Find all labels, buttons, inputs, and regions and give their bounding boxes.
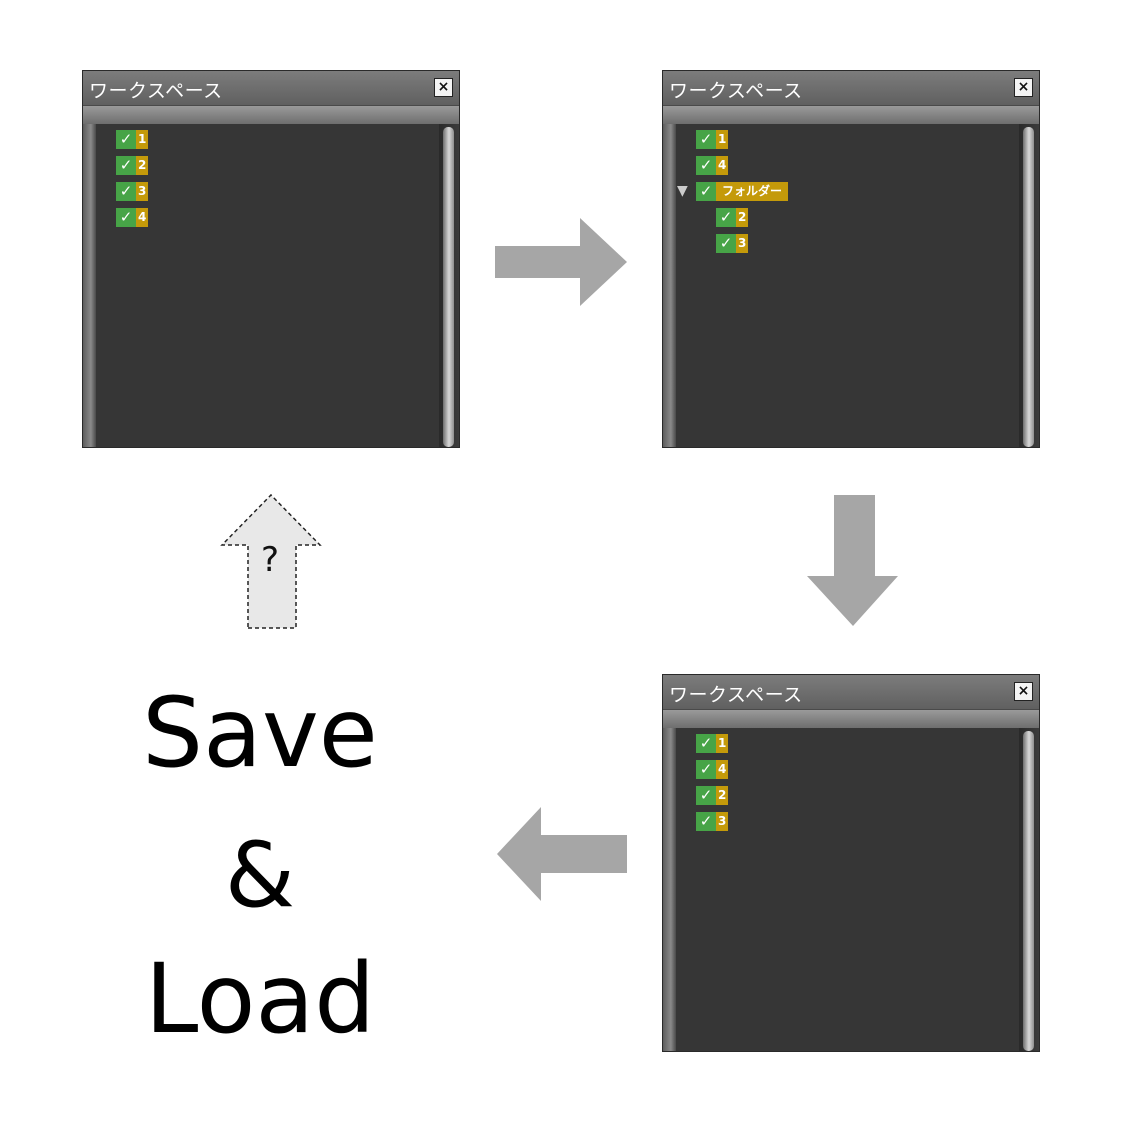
- panel-left-edge: [663, 728, 676, 1051]
- close-icon[interactable]: ×: [1014, 682, 1033, 701]
- layer-item[interactable]: ✓ 3: [696, 812, 729, 831]
- scrollbar-thumb[interactable]: [443, 127, 454, 447]
- folder-toggle-icon[interactable]: ▼: [677, 183, 688, 199]
- layer-label: 1: [136, 130, 149, 149]
- layer-item[interactable]: ✓ 1: [116, 130, 149, 149]
- panel-toolbar: [663, 710, 1039, 728]
- arrow-right-icon: [495, 218, 627, 306]
- visibility-check-icon[interactable]: ✓: [116, 130, 136, 149]
- layer-label: 4: [716, 760, 729, 779]
- caption-ampersand: &: [224, 823, 296, 928]
- layer-label: 1: [716, 734, 729, 753]
- panel-toolbar: [83, 106, 459, 124]
- layer-item[interactable]: ✓ 4: [116, 208, 149, 227]
- scrollbar-thumb[interactable]: [1023, 127, 1034, 447]
- layer-label: 3: [716, 812, 729, 831]
- workspace-panel-initial: ワークスペース × ✓ 1 ✓ 2 ✓ 3 ✓ 4: [82, 70, 460, 448]
- scrollbar-thumb[interactable]: [1023, 731, 1034, 1051]
- panel-left-edge: [83, 124, 96, 447]
- layer-label: 2: [136, 156, 149, 175]
- workspace-panel-foldered: ワークスペース × ✓ 1 ✓ 4 ▼ ✓ フォルダー ✓ 2 ✓ 3: [662, 70, 1040, 448]
- visibility-check-icon[interactable]: ✓: [716, 208, 736, 227]
- panel-titlebar[interactable]: ワークスペース ×: [663, 71, 1039, 106]
- visibility-check-icon[interactable]: ✓: [696, 760, 716, 779]
- workspace-panel-result: ワークスペース × ✓ 1 ✓ 4 ✓ 2 ✓ 3: [662, 674, 1040, 1052]
- layer-item[interactable]: ✓ 2: [716, 208, 749, 227]
- panel-left-edge: [663, 124, 676, 447]
- layer-item[interactable]: ✓ 2: [116, 156, 149, 175]
- visibility-check-icon[interactable]: ✓: [696, 156, 716, 175]
- scrollbar[interactable]: [1019, 124, 1039, 447]
- visibility-check-icon[interactable]: ✓: [696, 182, 716, 201]
- caption-load: Load: [144, 943, 376, 1055]
- visibility-check-icon[interactable]: ✓: [696, 734, 716, 753]
- folder-item[interactable]: ✓ フォルダー: [696, 182, 789, 201]
- panel-titlebar[interactable]: ワークスペース ×: [663, 675, 1039, 710]
- visibility-check-icon[interactable]: ✓: [696, 812, 716, 831]
- scrollbar[interactable]: [439, 124, 459, 447]
- layer-label: 1: [716, 130, 729, 149]
- panel-titlebar[interactable]: ワークスペース ×: [83, 71, 459, 106]
- panel-title: ワークスペース: [669, 80, 803, 102]
- visibility-check-icon[interactable]: ✓: [116, 156, 136, 175]
- arrow-left-icon: [497, 807, 627, 901]
- layer-label: 4: [716, 156, 729, 175]
- arrow-up-dashed-icon: [220, 493, 322, 629]
- scrollbar[interactable]: [1019, 728, 1039, 1051]
- layer-label: 2: [716, 786, 729, 805]
- panel-title: ワークスペース: [89, 80, 223, 102]
- layer-item[interactable]: ✓ 3: [716, 234, 749, 253]
- arrow-down-icon: [807, 495, 898, 626]
- visibility-check-icon[interactable]: ✓: [116, 182, 136, 201]
- layer-item[interactable]: ✓ 1: [696, 130, 729, 149]
- layer-label: 3: [736, 234, 749, 253]
- visibility-check-icon[interactable]: ✓: [716, 234, 736, 253]
- close-icon[interactable]: ×: [434, 78, 453, 97]
- caption-save: Save: [142, 677, 378, 789]
- layer-item[interactable]: ✓ 4: [696, 156, 729, 175]
- close-icon[interactable]: ×: [1014, 78, 1033, 97]
- layer-label: 4: [136, 208, 149, 227]
- folder-label: フォルダー: [716, 182, 789, 201]
- visibility-check-icon[interactable]: ✓: [116, 208, 136, 227]
- layer-label: 2: [736, 208, 749, 227]
- visibility-check-icon[interactable]: ✓: [696, 786, 716, 805]
- panel-title: ワークスペース: [669, 684, 803, 706]
- panel-toolbar: [663, 106, 1039, 124]
- layer-item[interactable]: ✓ 3: [116, 182, 149, 201]
- layer-item[interactable]: ✓ 4: [696, 760, 729, 779]
- layer-item[interactable]: ✓ 2: [696, 786, 729, 805]
- question-mark: ?: [260, 540, 280, 580]
- layer-label: 3: [136, 182, 149, 201]
- layer-item[interactable]: ✓ 1: [696, 734, 729, 753]
- visibility-check-icon[interactable]: ✓: [696, 130, 716, 149]
